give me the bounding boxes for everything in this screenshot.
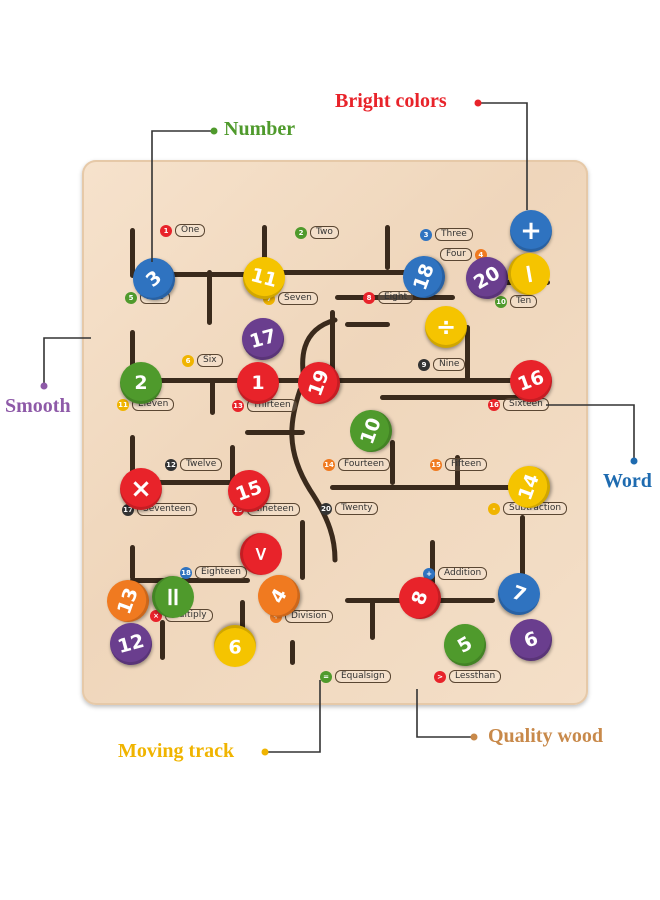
callout-quality-wood: Quality wood bbox=[488, 725, 604, 747]
disc-times[interactable]: × bbox=[120, 468, 162, 510]
label-addition: +Addition bbox=[423, 567, 488, 580]
disc-2[interactable]: 2 bbox=[120, 362, 162, 404]
label-number: 1 bbox=[160, 224, 172, 237]
label-lessthan: >Lessthan bbox=[434, 670, 502, 683]
disc-1[interactable]: 1 bbox=[237, 362, 279, 404]
disc-plus[interactable]: + bbox=[510, 210, 552, 252]
callout-smooth: Smooth bbox=[5, 395, 71, 417]
callout-moving-track: Moving track bbox=[118, 740, 235, 762]
callout-bright-colors: Bright colors bbox=[335, 90, 447, 112]
disc-divide[interactable]: ÷ bbox=[425, 306, 467, 348]
callout-number: Number bbox=[224, 118, 296, 140]
label-equalsign: =Equalsign bbox=[320, 670, 391, 683]
callout-word: Word bbox=[603, 470, 652, 492]
